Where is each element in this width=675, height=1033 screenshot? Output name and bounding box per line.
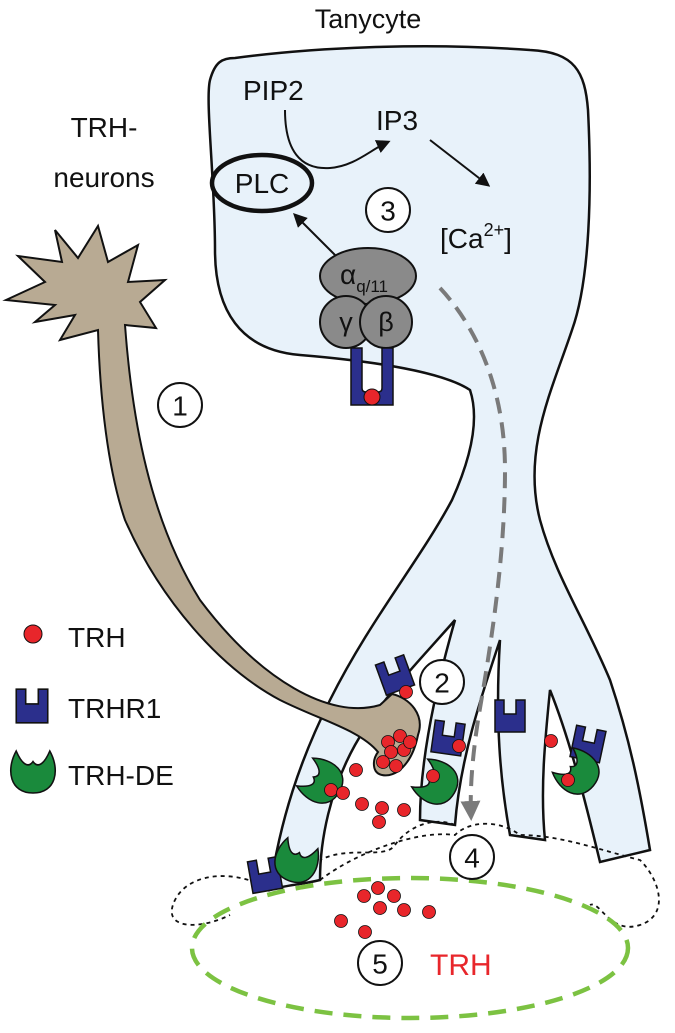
pip2-label: PIP2: [243, 75, 304, 106]
trh-dot: [355, 797, 369, 811]
step-number: 2: [434, 668, 450, 699]
legend: TRH TRHR1 TRH-DE: [9, 622, 174, 794]
step-marker: 1: [157, 382, 203, 428]
trh-dot: [371, 881, 385, 895]
trh-dot: [426, 769, 440, 783]
trh-dot: [336, 786, 350, 800]
legend-trh-label: TRH: [68, 622, 126, 653]
trh-dot: [397, 903, 411, 917]
portal-capillary: [189, 875, 631, 1021]
plc-enzyme: [209, 152, 315, 214]
trh-dot: [358, 925, 372, 939]
step-marker: 5: [357, 940, 403, 986]
legend-trhde-label: TRH-DE: [68, 760, 174, 791]
endfoot-outline: [170, 820, 660, 928]
step-number: 3: [380, 196, 396, 227]
step-markers: 1 2 3 4 5: [157, 187, 495, 986]
step-marker: 2: [419, 659, 465, 705]
trh-dot: [399, 685, 413, 699]
legend-trhr1-label: TRHR1: [68, 693, 161, 724]
trh-dot: [393, 729, 407, 743]
ip3-label: IP3: [376, 105, 418, 136]
g-gamma-label: γ: [339, 307, 353, 337]
trh-dot: [349, 763, 363, 777]
trh-dot: [324, 783, 338, 797]
step-marker: 3: [365, 187, 411, 233]
step-number: 5: [372, 949, 388, 980]
trh-dot: [357, 889, 371, 903]
trh-dot: [544, 734, 558, 748]
pip2-to-ip3-arrow: [284, 109, 391, 170]
step-marker: 4: [449, 834, 495, 880]
neuron-label-line1: TRH-: [71, 112, 138, 143]
trh-dot: [397, 803, 411, 817]
trh-dot: [372, 815, 386, 829]
transport-arrow: [438, 286, 508, 821]
trhr1-membrane-receptor: [350, 347, 394, 406]
neuron-label-line2: neurons: [53, 162, 154, 193]
trhr1-receptor-icon: [15, 688, 49, 724]
trh-dot: [422, 905, 436, 919]
step-number: 4: [464, 843, 480, 874]
tanycyte-cell: [207, 45, 652, 892]
trh-dot: [389, 759, 403, 773]
g-beta-label: β: [378, 307, 394, 337]
trh-dot: [334, 914, 348, 928]
trh-dot: [375, 801, 389, 815]
trh-dot: [373, 901, 387, 915]
step-number: 1: [172, 391, 188, 422]
trh-de-enzyme-icon: [9, 750, 57, 794]
plc-label: PLC: [235, 168, 289, 199]
trh-molecules: [324, 685, 575, 939]
portal-trh-label: TRH: [430, 949, 492, 982]
tanycyte-title: Tanycyte: [315, 4, 422, 34]
trh-dot: [561, 773, 575, 787]
trh-dot: [376, 755, 390, 769]
g-alpha-label: αq/11: [340, 259, 388, 296]
trh-dot: [403, 735, 417, 749]
trh-dot: [452, 739, 466, 753]
trh-dot: [387, 889, 401, 903]
g-protein-to-plc-arrow: [293, 213, 336, 256]
trh-dot-icon: [23, 624, 43, 644]
ip3-to-calcium-arrow: [429, 139, 491, 187]
calcium-label: [Ca2+]: [440, 220, 512, 254]
